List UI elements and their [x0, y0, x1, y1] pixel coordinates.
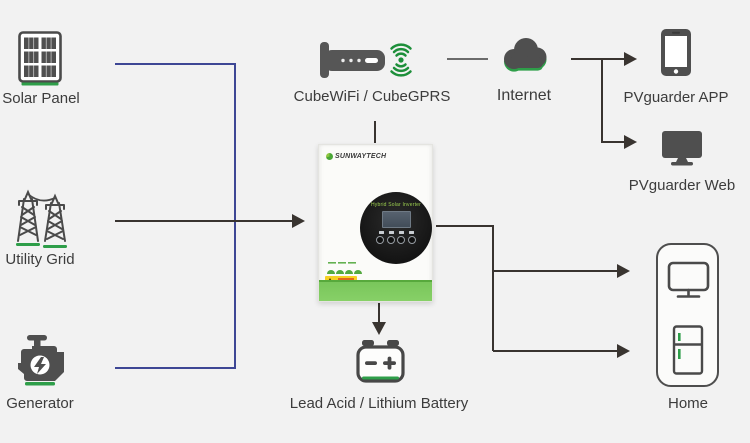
pvguarder-app-label: PVguarder APP: [623, 89, 729, 106]
tv-icon: [667, 261, 710, 298]
arrowhead-home-1: [617, 264, 630, 278]
inverter-button: [386, 236, 395, 244]
pvguarder-web-label: PVguarder Web: [628, 177, 736, 194]
internet-label: Internet: [496, 87, 552, 104]
generator-icon: [18, 335, 64, 386]
solar-panel-icon: [18, 31, 62, 86]
connector-inverter-to-home-trunk: [436, 225, 494, 351]
home-box: [656, 243, 719, 387]
arrowhead-to-battery: [372, 322, 386, 335]
inverter-brand-text: SUNWAYTECH: [335, 153, 387, 160]
arrowhead-home-2: [617, 344, 630, 358]
utility-grid-label: Utility Grid: [5, 251, 75, 268]
fridge-icon: [672, 325, 704, 375]
inverter-brand-row: SUNWAYTECH: [326, 153, 386, 160]
cubewifi-label: CubeWiFi / CubeGPRS: [293, 88, 451, 105]
battery-icon: [356, 340, 405, 383]
arrowhead-into-inverter: [292, 214, 305, 228]
inverter-button: [407, 236, 416, 244]
inverter-button: [376, 236, 385, 244]
inverter-display-panel: Hybrid Solar Inverter: [360, 192, 432, 264]
generator-label: Generator: [6, 395, 74, 412]
inverter-green-band: [319, 280, 432, 301]
usb-dongle-icon: [320, 42, 385, 78]
home-label: Home: [667, 395, 709, 412]
connector-internet-to-web: [601, 59, 624, 143]
internet-cloud-icon: [504, 38, 547, 72]
inverter-key-labels: [360, 231, 432, 234]
inverter-button: [397, 236, 406, 244]
inverter-wave-logo: [327, 262, 362, 274]
inverter-buttons: [360, 236, 432, 244]
inverter-lcd-screen: [381, 211, 411, 228]
smartphone-icon: [661, 29, 691, 76]
arrowhead-to-app: [624, 52, 637, 66]
web-monitor-icon: [662, 131, 702, 166]
sunwaytech-logo-icon: [326, 153, 333, 160]
inverter-display-title: Hybrid Solar Inverter: [370, 202, 422, 208]
connector-blue-bus: [115, 63, 236, 369]
solar-panel-label: Solar Panel: [2, 90, 80, 107]
utility-grid-icon: [16, 189, 67, 248]
battery-label: Lead Acid / Lithium Battery: [289, 395, 469, 412]
wifi-signal-icon: [390, 43, 412, 77]
arrowhead-to-web: [624, 135, 637, 149]
inverter-device: SUNWAYTECH Hybrid Solar Inverter: [318, 144, 433, 302]
